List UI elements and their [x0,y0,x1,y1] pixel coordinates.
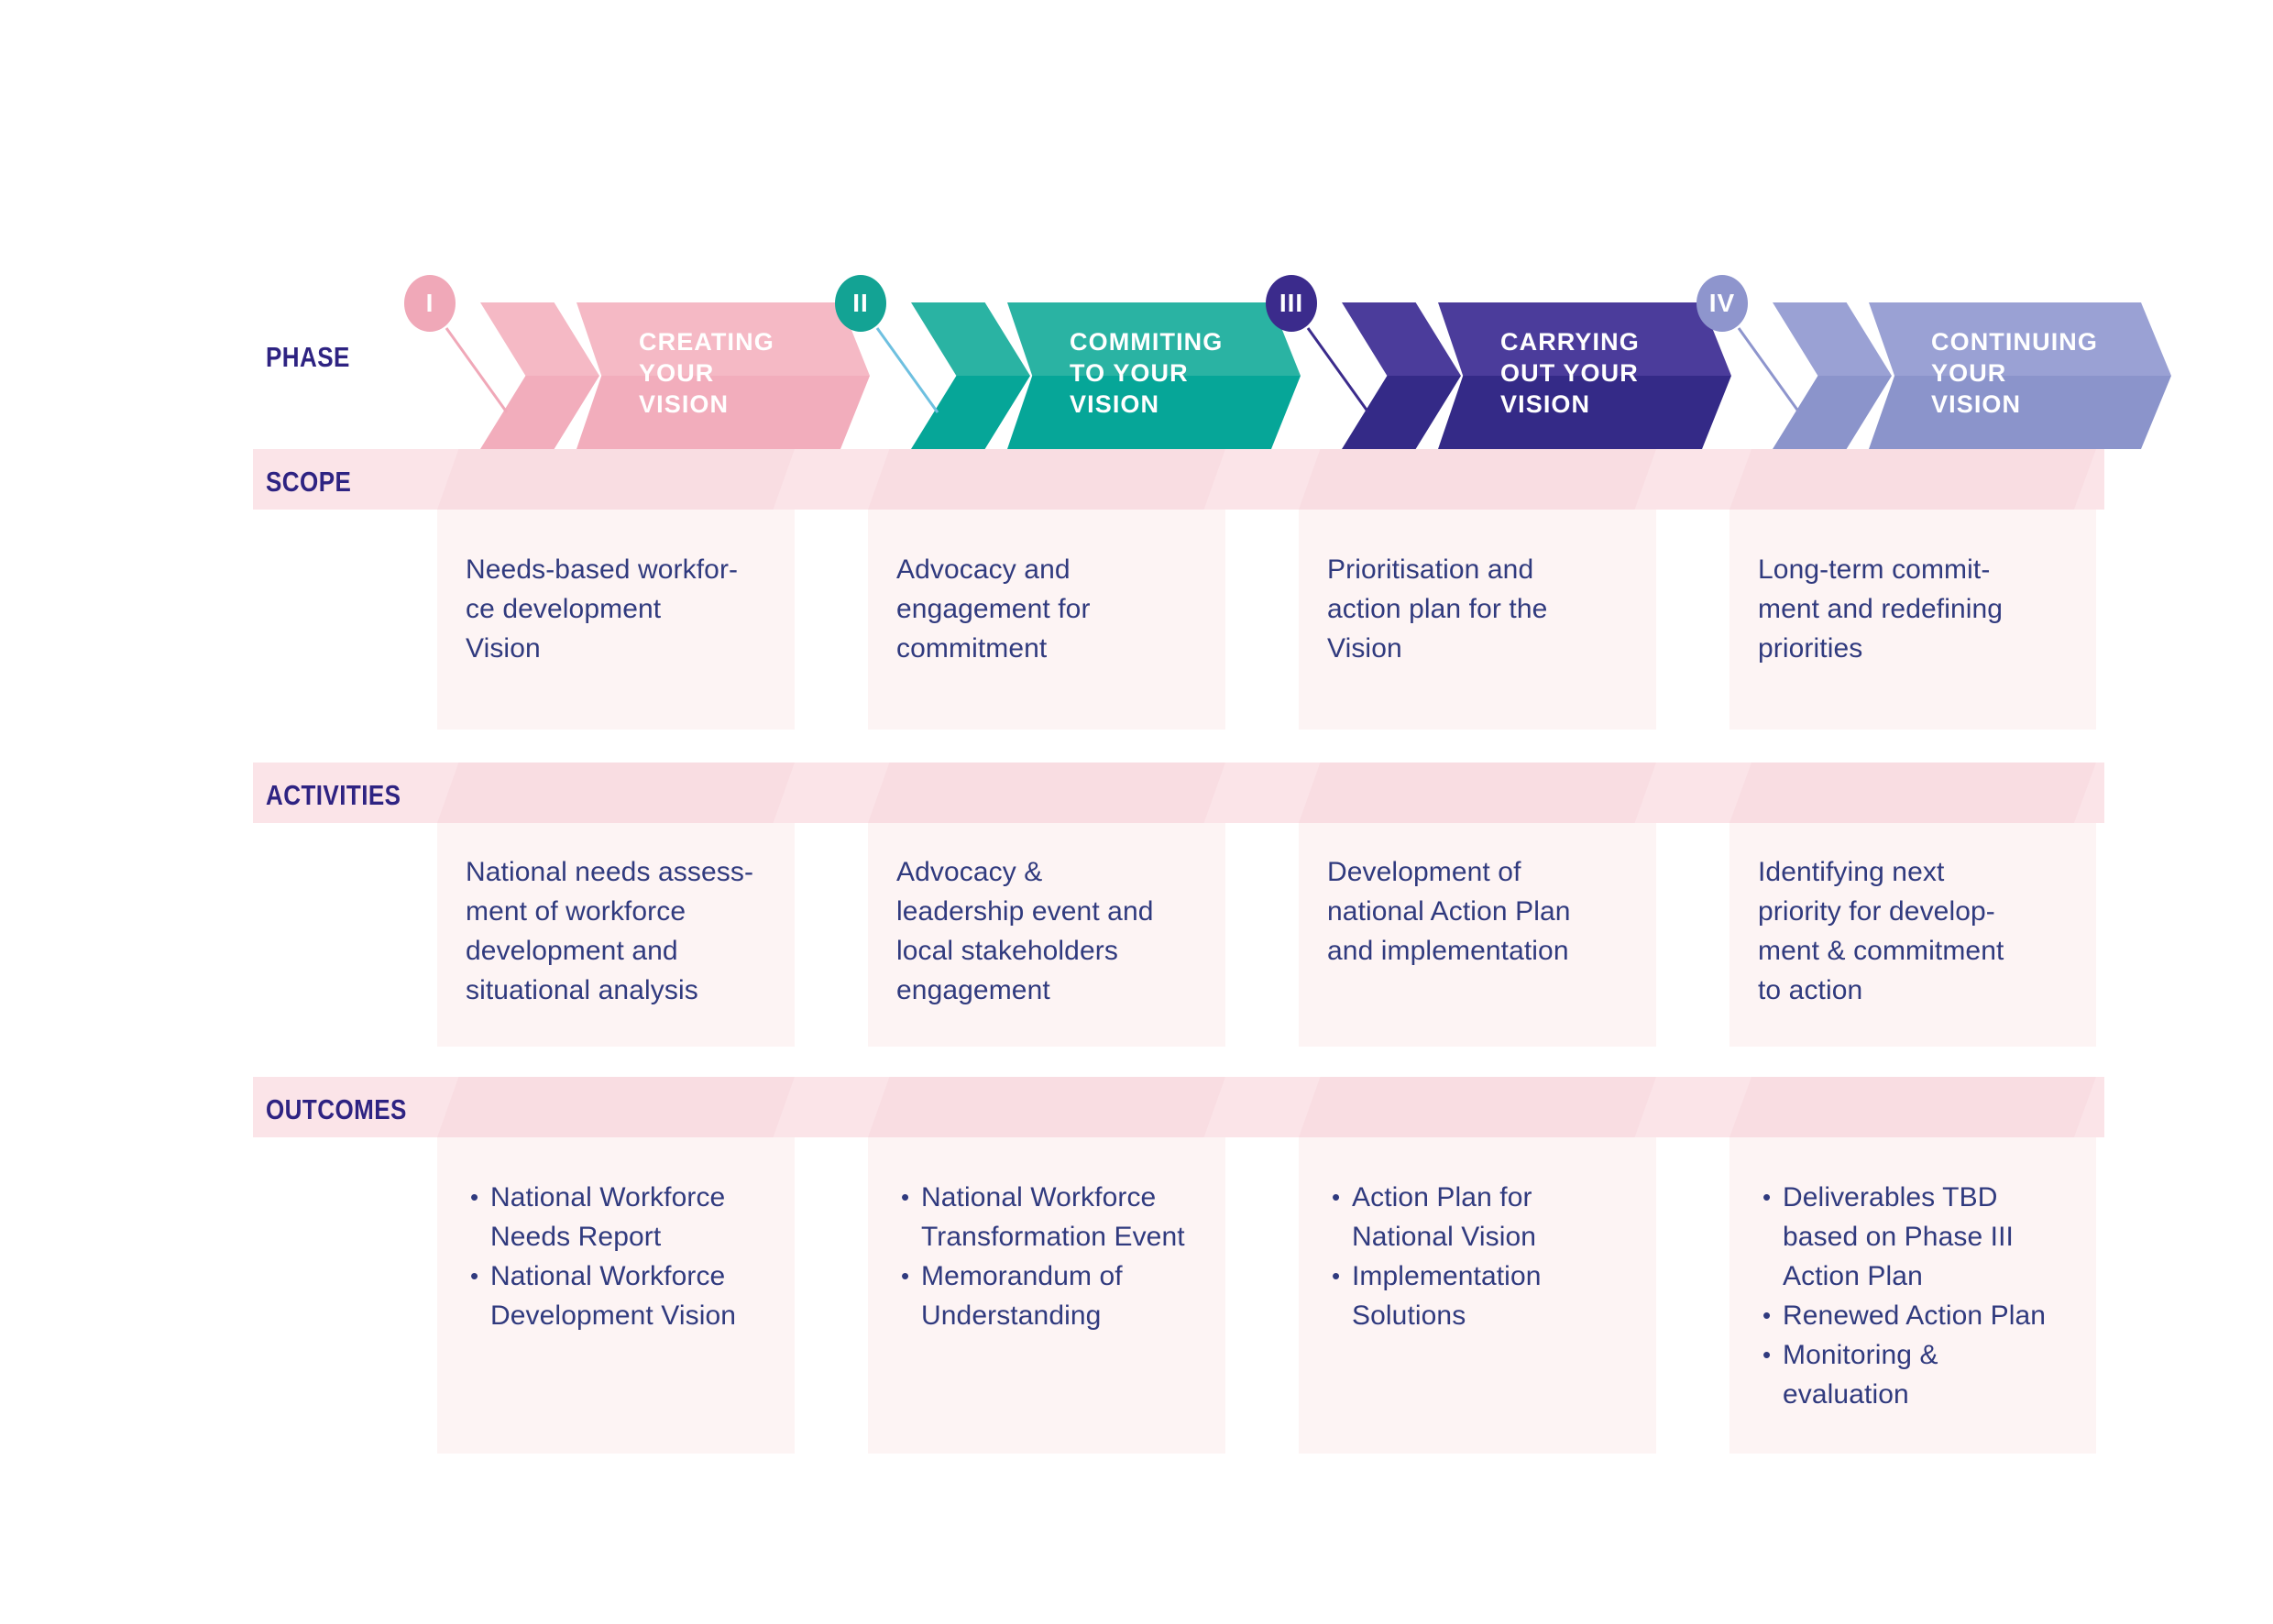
list-item: Deliverables TBD based on Phase III Acti… [1761,1178,2118,1296]
column-tint-activities-2 [868,813,1225,1047]
phase-4-title: CONTINUING YOUR VISION [1931,328,2098,418]
column-tint-activities-3 [1299,813,1656,1047]
list-item: Renewed Action Plan [1761,1296,2118,1335]
column-tint-activities-4 [1729,813,2096,1047]
band-column-overlay-act-2 [868,763,1225,823]
row-label-activities: ACTIVITIES [266,779,401,811]
phase-1-pin-line-icon [445,327,509,413]
band-column-overlay-scope-1 [437,449,795,510]
phase-3-arrow-top [1438,302,1731,376]
phase-2-arrow[interactable] [1007,302,1301,449]
phase-4-pin-badge: IV [1697,275,1748,332]
phase-2-pin: II [835,275,1018,422]
outcomes-cell-3: Action Plan for National Vision Implemen… [1330,1178,1678,1335]
outcomes-cell-1: National Workforce Needs Report National… [468,1178,817,1335]
phase-1-arrow-bottom [576,376,870,449]
phase-2-pin-badge: II [835,275,886,332]
phase-4-pin: IV [1697,275,1880,422]
phase-4-arrow-bottom [1869,376,2171,449]
column-tint-scope-4 [1729,500,2096,730]
phase-2-arrow-bottom [1007,376,1301,449]
band-column-overlay-out-2 [868,1077,1225,1137]
row-label-phase: PHASE [266,341,350,373]
phase-4-pin-line-icon [1737,327,1801,413]
column-tint-scope-3 [1299,500,1656,730]
phase-2-numeral: II [852,289,869,317]
list-item: National Workforce Needs Report [468,1178,817,1256]
phase-3-pin: III [1266,275,1449,422]
phase-4-arrow-top [1869,302,2171,376]
band-column-overlay-out-3 [1299,1077,1656,1137]
list-item: Implementation Solutions [1330,1256,1678,1335]
phase-1-arrow[interactable] [576,302,870,449]
row-label-outcomes: OUTCOMES [266,1093,407,1125]
scope-cell-4: Long-term commit- ment and redefining pr… [1758,554,2004,664]
phase-2-arrow-top [1007,302,1301,376]
phase-4-arrow[interactable] [1869,302,2171,449]
band-column-overlay-scope-3 [1299,449,1656,510]
phase-3-pin-line-icon [1306,327,1370,413]
band-column-overlay-scope-4 [1729,449,2096,510]
phase-2-pin-line-icon [875,327,939,413]
scope-cell-1: Needs-based workfor- ce development Visi… [466,554,739,664]
phase-1-title: CREATING YOUR VISION [639,328,774,418]
outcomes-cell-2: National Workforce Transformation Event … [899,1178,1247,1335]
band-column-overlay-act-3 [1299,763,1656,823]
outcomes-cell-4: Deliverables TBD based on Phase III Acti… [1761,1178,2118,1414]
phase-3-title: CARRYING OUT YOUR VISION [1500,328,1640,418]
activities-cell-1: National needs assess- ment of workforce… [466,857,754,1005]
phase-1-pin-badge: I [404,275,456,332]
phase-1-pin: I [404,275,587,422]
list-item: Memorandum of Understanding [899,1256,1247,1335]
band-column-overlay-act-4 [1729,763,2096,823]
list-item: National Workforce Development Vision [468,1256,817,1335]
activities-cell-3: Development of national Action Plan and … [1327,857,1571,966]
list-item: Action Plan for National Vision [1330,1178,1678,1256]
column-tint-scope-1 [437,500,795,730]
phase-1-arrow-top [576,302,870,376]
band-column-overlay-out-4 [1729,1077,2096,1137]
phase-4-numeral: IV [1708,289,1736,317]
band-column-overlay-scope-2 [868,449,1225,510]
band-column-overlay-out-1 [437,1077,795,1137]
phase-1-numeral: I [425,289,434,317]
scope-cell-2: Advocacy and engagement for commitment [896,554,1091,664]
list-item: Monitoring & evaluation [1761,1335,2118,1414]
band-column-overlay-act-1 [437,763,795,823]
phase-3-numeral: III [1279,289,1304,317]
phase-2-title: COMMITING TO YOUR VISION [1070,328,1224,418]
activities-cell-4: Identifying next priority for develop- m… [1758,857,2004,1005]
list-item: National Workforce Transformation Event [899,1178,1247,1256]
row-label-scope: SCOPE [266,466,352,498]
phase-3-arrow[interactable] [1438,302,1731,449]
phase-3-pin-badge: III [1266,275,1317,332]
column-tint-scope-2 [868,500,1225,730]
scope-cell-3: Prioritisation and action plan for the V… [1327,554,1548,664]
activities-cell-2: Advocacy & leadership event and local st… [896,857,1154,1005]
phase-3-arrow-bottom [1438,376,1731,449]
column-tint-activities-1 [437,813,795,1047]
